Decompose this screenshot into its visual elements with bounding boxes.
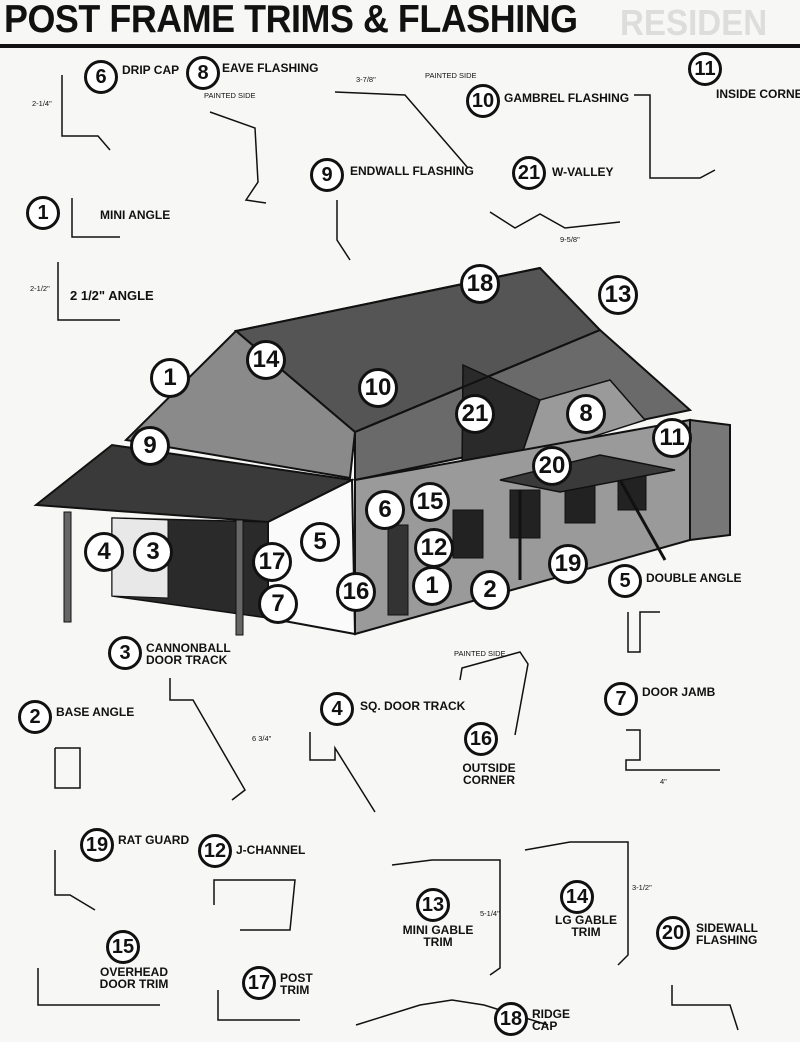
- trim-21-dim: 9-5/8": [560, 235, 580, 244]
- trim-17-name: POST TRIM: [280, 971, 313, 997]
- trim-14-dim: 3-1/2": [632, 883, 652, 892]
- callout-19: 19: [548, 544, 588, 584]
- trim-3-number: 3: [108, 636, 142, 670]
- callout-6: 6: [365, 490, 405, 530]
- trim-9-number: 9: [310, 158, 344, 192]
- trim-15-name: OVERHEAD DOOR TRIM: [99, 965, 169, 991]
- trim-5-name: DOUBLE ANGLE: [646, 571, 742, 585]
- ghost-heading: RESIDEN: [620, 2, 768, 43]
- trim-15-number: 15: [106, 930, 140, 964]
- callout-13: 13: [598, 275, 638, 315]
- trim-11-name: INSIDE CORNER: [716, 87, 800, 101]
- trim-10-number: 10: [466, 84, 500, 118]
- trim-16-number: 16: [464, 722, 498, 756]
- callout-3: 3: [133, 532, 173, 572]
- trim-5-number: 5: [608, 564, 642, 598]
- callout-20: 20: [532, 446, 572, 486]
- trim-10-painted: PAINTED SIDE: [425, 71, 477, 80]
- trim-13-number: 13: [416, 888, 450, 922]
- trim-16-name: OUTSIDE CORNER: [462, 761, 516, 787]
- trim-1-name: MINI ANGLE: [100, 208, 171, 222]
- callout-4: 4: [84, 532, 124, 572]
- trim-3-name: CANNONBALL DOOR TRACK: [146, 641, 231, 667]
- trim-13-dim: 5-1/4": [480, 909, 500, 918]
- callout-21: 21: [455, 394, 495, 434]
- trim-7-number: 7: [604, 682, 638, 716]
- trim-12-number: 12: [198, 834, 232, 868]
- callout-10: 10: [358, 368, 398, 408]
- callout-8: 8: [566, 394, 606, 434]
- trim-14-number: 14: [560, 880, 594, 914]
- callout-9: 9: [130, 426, 170, 466]
- trim-10-dim: 3-7/8": [356, 75, 376, 84]
- callout-17: 17: [252, 542, 292, 582]
- trim-3-dim: 6 3/4": [252, 734, 272, 743]
- trim-20-name: SIDEWALL FLASHING: [696, 921, 758, 947]
- trim-7-dim: 4": [660, 777, 667, 786]
- trim-21-number: 21: [512, 156, 546, 190]
- trim-angle-name: 2 1/2" ANGLE: [70, 288, 154, 303]
- trim-9-name: ENDWALL FLASHING: [350, 164, 474, 178]
- trim-4-number: 4: [320, 692, 354, 726]
- trim-8-dim: PAINTED SIDE: [204, 91, 256, 100]
- callout-5: 5: [300, 522, 340, 562]
- callout-14: 14: [246, 340, 286, 380]
- trim-6-number: 6: [84, 60, 118, 94]
- trim-6-dim: 2-1/4": [32, 99, 52, 108]
- trim-6-name: DRIP CAP: [122, 63, 180, 77]
- trim-2-name: BASE ANGLE: [56, 705, 135, 719]
- trim-11-number: 11: [688, 52, 722, 86]
- trim-8-name: EAVE FLASHING: [222, 61, 319, 75]
- trim-10-name: GAMBREL FLASHING: [504, 91, 630, 105]
- callout-16: 16: [336, 572, 376, 612]
- callout-15: 15: [410, 482, 450, 522]
- callout-1: 1: [150, 358, 190, 398]
- trim-21-name: W-VALLEY: [552, 165, 614, 179]
- trim-13-name: MINI GABLE TRIM: [402, 923, 474, 949]
- trim-19-name: RAT GUARD: [118, 833, 190, 847]
- trim-8-number: 8: [186, 56, 220, 90]
- trim-18-name: RIDGE CAP: [532, 1007, 571, 1033]
- trim-4-name: SQ. DOOR TRACK: [360, 699, 466, 713]
- trim-16-painted: PAINTED SIDE: [454, 649, 506, 658]
- trim-angle-dim: 2-1/2": [30, 284, 50, 293]
- trim-2-number: 2: [18, 700, 52, 734]
- trim-18-number: 18: [494, 1002, 528, 1036]
- callout-2: 2: [470, 570, 510, 610]
- trim-7-name: DOOR JAMB: [642, 685, 716, 699]
- page-title: POST FRAME TRIMS & FLASHING: [4, 0, 578, 41]
- trim-17-number: 17: [242, 966, 276, 1000]
- trim-19-number: 19: [80, 828, 114, 862]
- callout-18: 18: [460, 264, 500, 304]
- callout-7: 7: [258, 584, 298, 624]
- callout-1b: 1: [412, 566, 452, 606]
- title-rule: [0, 44, 800, 48]
- trim-20-number: 20: [656, 916, 690, 950]
- trim-12-name: J-CHANNEL: [236, 843, 306, 857]
- callout-11: 11: [652, 418, 692, 458]
- trim-1-number: 1: [26, 196, 60, 230]
- trim-14-name: LG GABLE TRIM: [555, 913, 617, 939]
